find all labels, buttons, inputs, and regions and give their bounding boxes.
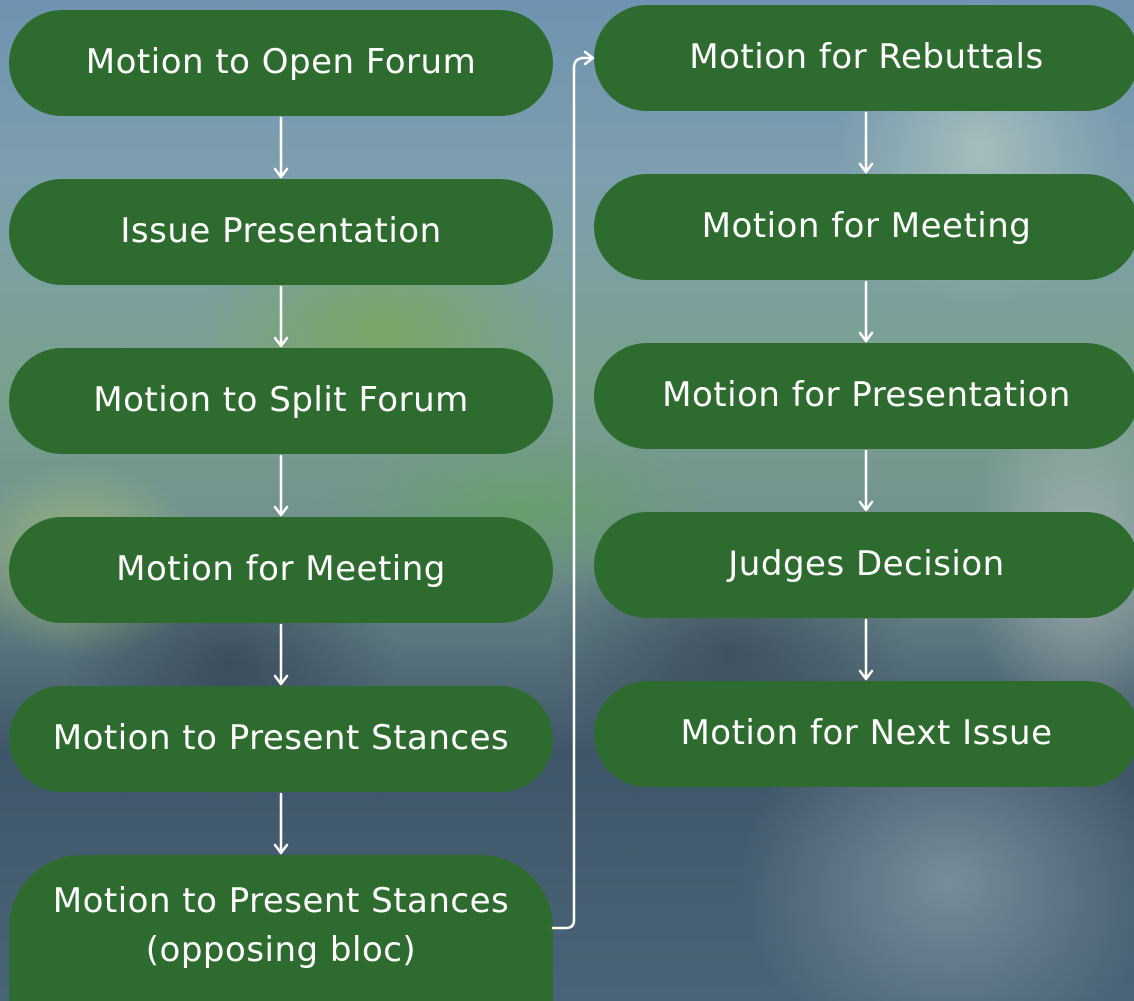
arrow-left-1	[273, 116, 289, 179]
arrow-connector-left-to-right	[551, 50, 595, 930]
arrow-left-3	[273, 454, 289, 517]
node-motion-to-present-stances: Motion to Present Stances	[9, 686, 553, 792]
arrow-right-2	[858, 280, 874, 343]
arrow-left-5	[273, 792, 289, 855]
node-motion-to-split-forum: Motion to Split Forum	[9, 348, 553, 454]
node-motion-for-rebuttals: Motion for Rebuttals	[594, 5, 1134, 111]
node-motion-to-present-stances-opposing: Motion to Present Stances (opposing bloc…	[9, 855, 553, 1001]
node-motion-to-open-forum: Motion to Open Forum	[9, 10, 553, 116]
arrow-right-3	[858, 449, 874, 512]
node-motion-for-presentation: Motion for Presentation	[594, 343, 1134, 449]
arrow-right-1	[858, 111, 874, 174]
arrow-right-4	[858, 618, 874, 681]
arrow-left-2	[273, 285, 289, 348]
node-judges-decision: Judges Decision	[594, 512, 1134, 618]
arrow-left-4	[273, 623, 289, 686]
node-motion-for-next-issue: Motion for Next Issue	[594, 681, 1134, 787]
node-motion-for-meeting-left: Motion for Meeting	[9, 517, 553, 623]
node-motion-for-meeting-right: Motion for Meeting	[594, 174, 1134, 280]
node-issue-presentation: Issue Presentation	[9, 179, 553, 285]
